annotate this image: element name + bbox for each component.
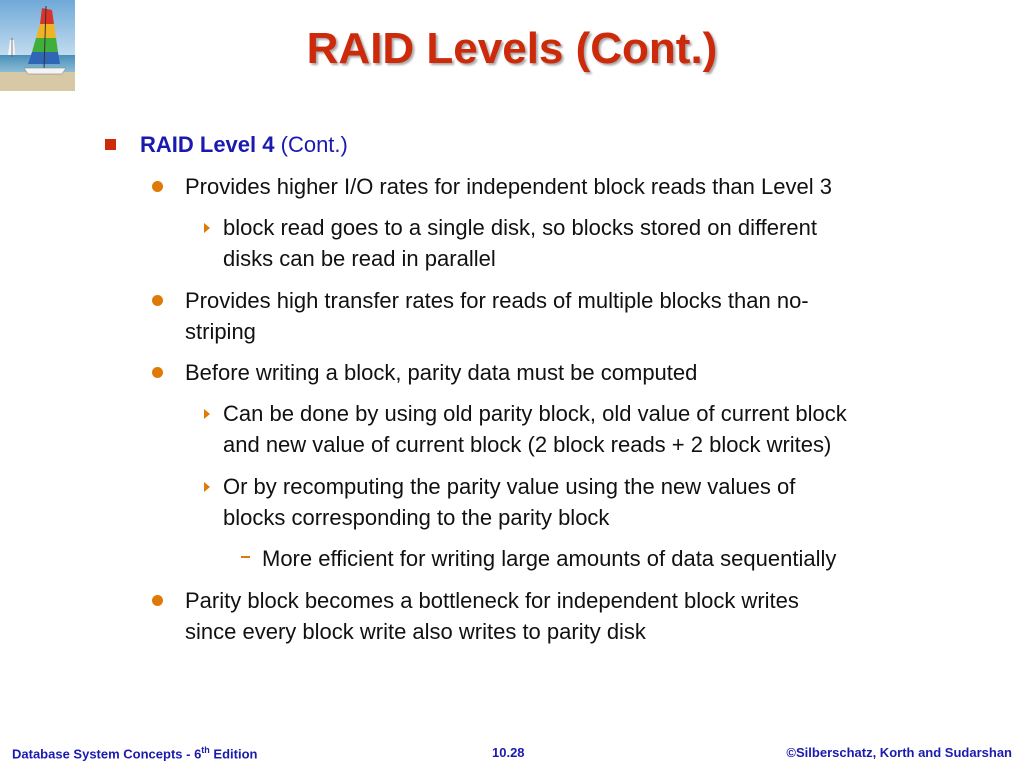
bullet-level2: Provides higher I/O rates for independen… [185,174,832,199]
bullet-level3-continuation: and new value of current block (2 block … [223,432,832,457]
bullet-level2: Provides high transfer rates for reads o… [185,288,809,313]
triangle-bullet-icon [204,223,210,233]
bullet-level2-continuation: striping [185,319,256,344]
circle-bullet-icon [152,367,163,378]
square-bullet-icon [105,139,116,150]
bullet-level3: Can be done by using old parity block, o… [223,401,847,426]
bullet-level3-continuation: disks can be read in parallel [223,246,496,271]
triangle-bullet-icon [204,409,210,419]
bullet-level2: Parity block becomes a bottleneck for in… [185,588,799,613]
level1-heading: RAID Level 4 [140,132,275,157]
bullet-level1: RAID Level 4 (Cont.) [140,129,348,160]
circle-bullet-icon [152,181,163,192]
triangle-bullet-icon [204,482,210,492]
circle-bullet-icon [152,295,163,306]
bullet-level2: Before writing a block, parity data must… [185,360,698,385]
bullet-level4: More efficient for writing large amounts… [262,546,837,571]
slide-content: RAID Level 4 (Cont.) Provides higher I/O… [105,129,847,644]
footer-page-number: 10.28 [492,745,525,760]
bullet-level2-continuation: since every block write also writes to p… [185,619,646,644]
footer-book-title-sup: th [201,745,210,755]
footer-copyright: ©Silberschatz, Korth and Sudarshan [786,745,1012,760]
footer-book-title: Database System Concepts - 6th Edition [12,745,257,761]
bullet-level3-continuation: blocks corresponding to the parity block [223,505,610,530]
level1-subheading: (Cont.) [280,132,348,157]
bullet-level3: Or by recomputing the parity value using… [223,474,796,499]
slide-title: RAID Levels (Cont.) [306,24,718,73]
footer-book-title-prefix: Database System Concepts - 6 [12,746,202,762]
bullet-level3: block read goes to a single disk, so blo… [223,215,817,240]
sailboat-logo-icon [0,0,75,91]
circle-bullet-icon [152,595,163,606]
footer-book-title-suffix: Edition [209,746,258,762]
dash-bullet-icon [241,556,250,558]
